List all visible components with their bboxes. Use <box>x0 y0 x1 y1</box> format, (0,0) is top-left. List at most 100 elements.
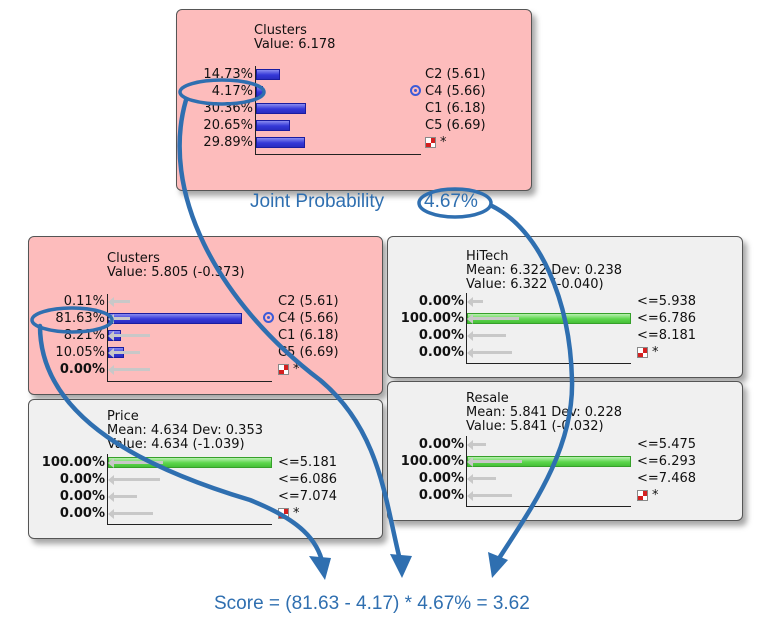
panel-title: Clusters <box>254 23 307 38</box>
bar-row: 4.17%C4 (5.66) <box>177 84 517 99</box>
bar-row: 0.00% * <box>388 345 728 360</box>
bar-row: 29.89%* <box>177 135 517 150</box>
previous-value-marker <box>473 443 486 446</box>
bar-label: C4 (5.66) <box>263 311 339 326</box>
joint-probability-value: 4.67% <box>424 191 478 212</box>
bar-label: <=6.786 <box>637 311 696 326</box>
previous-value-arrow <box>108 331 114 341</box>
bar-label-text: C1 (6.18) <box>425 101 486 116</box>
bar-label: <=7.074 <box>278 489 337 504</box>
bar-row: 8.21%C1 (6.18) <box>29 328 369 343</box>
bar-label: * <box>278 362 300 377</box>
arrow-top-c4 <box>177 97 403 563</box>
bar-label: <=5.181 <box>278 455 337 470</box>
bar-axis <box>107 454 272 525</box>
joint-probability-label: Joint Probability <box>250 191 385 212</box>
bar-label: <=6.293 <box>637 454 696 469</box>
bar-axis <box>107 294 272 382</box>
panel-title: Clusters <box>107 251 160 266</box>
previous-value-arrow <box>467 314 473 324</box>
bar-percent: 0.00% <box>418 345 464 360</box>
panel-title: Resale <box>466 391 509 406</box>
panel-value: Value: 6.322 (-0.040) <box>466 277 604 292</box>
bar-mark <box>256 120 290 131</box>
previous-value-arrow <box>108 297 114 307</box>
bar-label-text: <=5.475 <box>637 437 697 452</box>
highlight-circle-cluster-c4 <box>30 306 114 334</box>
bar-label: C2 (5.61) <box>425 67 486 82</box>
bar-row: 100.00% <=5.181 <box>29 455 369 470</box>
bar-percent: 0.11% <box>63 294 105 309</box>
previous-value-marker <box>114 478 160 481</box>
arrowhead-top <box>390 554 412 578</box>
bar-label-text: C4 (5.66) <box>278 311 339 326</box>
previous-value-marker <box>473 494 512 497</box>
panel-mean: Mean: 5.841 Dev: 0.228 <box>466 405 622 420</box>
bar-row: 0.00%* <box>29 506 369 521</box>
bar-row: 81.63% C4 (5.66) <box>29 311 369 326</box>
previous-value-arrow <box>467 491 473 501</box>
bar-axis <box>466 293 631 364</box>
previous-value-arrow <box>467 331 473 341</box>
bar-percent: 0.00% <box>418 471 464 486</box>
bar-label: <=5.938 <box>637 294 696 309</box>
bar-label-text: C1 (6.18) <box>278 328 339 343</box>
clusters-panel: Clusters Value: 5.805 (-0.373) 0.11% C2 (… <box>28 236 383 395</box>
previous-value-arrow <box>467 474 473 484</box>
bar-label-text: <=6.293 <box>637 454 697 469</box>
bar-row: 0.00%<=7.468 <box>388 471 728 486</box>
arrow-cluster-c4 <box>37 323 326 568</box>
bar-label: C1 (6.18) <box>278 328 339 343</box>
bar-row: 100.00%<=6.293 <box>388 454 728 469</box>
bar-axis <box>466 436 631 507</box>
previous-value-marker <box>114 495 137 498</box>
previous-value-marker <box>473 317 519 320</box>
bar-label-text: C5 (6.69) <box>425 118 486 133</box>
bar-percent: 0.00% <box>418 328 464 343</box>
bar-percent: 0.00% <box>418 488 464 503</box>
previous-value-marker <box>114 300 130 303</box>
bar-row: 0.00%<=5.938 <box>388 294 728 309</box>
bar-label-text: <=6.786 <box>637 311 697 326</box>
bar-label-text: C2 (5.61) <box>278 294 339 309</box>
bar-percent: 10.05% <box>55 345 105 360</box>
bar-row: 20.65%C5 (6.69) <box>177 118 517 133</box>
hitech-panel: HiTech Mean: 6.322 Dev: 0.238 Value: 6.3… <box>387 236 743 378</box>
previous-value-arrow <box>108 348 114 358</box>
bar-label: * <box>637 488 659 503</box>
bar-row: 0.00% * <box>29 362 369 377</box>
bar-axis <box>255 66 421 155</box>
previous-value-marker <box>473 300 483 303</box>
previous-value-arrow <box>467 297 473 307</box>
bar-label: * <box>637 345 659 360</box>
bar-label: * <box>425 135 447 150</box>
bar-row: 0.00% <=6.086 <box>29 472 369 487</box>
top-clusters-panel: Clusters Value: 6.178 14.73%C2 (5.61)4.1… <box>176 9 532 191</box>
score-formula: Score = (81.63 - 4.17) * 4.67% = 3.62 <box>214 593 530 614</box>
previous-value-marker <box>114 512 153 515</box>
bar-percent: 14.73% <box>203 67 253 82</box>
bar-label: <=6.086 <box>278 472 337 487</box>
bar-row: 0.00% * <box>388 488 728 503</box>
bar-percent: 4.17% <box>211 84 253 99</box>
target-icon <box>410 85 421 96</box>
highlight-circle-joint <box>417 187 493 219</box>
star-label: * <box>652 488 659 503</box>
bar-row: 0.00%<=8.181 <box>388 328 728 343</box>
bar-label-text: <=6.086 <box>278 472 338 487</box>
bar-percent: 81.63% <box>55 311 105 326</box>
panel-value: Value: 5.805 (-0.373) <box>107 265 245 280</box>
arrow-joint <box>489 203 575 563</box>
bar-percent: 0.00% <box>59 472 105 487</box>
bar-row: 14.73% C2 (5.61) <box>177 67 517 82</box>
previous-value-arrow <box>108 365 114 375</box>
bar-row: 0.11% C2 (5.61) <box>29 294 369 309</box>
star-label: * <box>652 345 659 360</box>
bar-mark <box>256 137 305 148</box>
bar-percent: 0.00% <box>59 362 105 377</box>
bar-percent: 100.00% <box>41 455 105 470</box>
bar-percent: 0.00% <box>418 437 464 452</box>
previous-value-marker <box>473 334 506 337</box>
bar-row: 0.00% <=5.475 <box>388 437 728 452</box>
